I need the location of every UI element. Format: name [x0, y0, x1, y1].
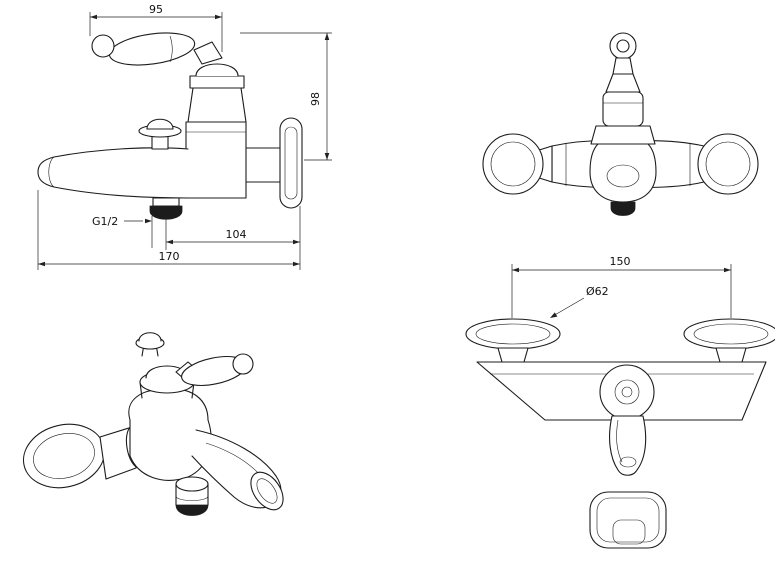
arrow-icon [90, 14, 97, 20]
dim-170-lines [37, 190, 300, 270]
spout-mouth [250, 471, 284, 511]
lever-ball-tip [232, 353, 254, 375]
lever-ball-tip [91, 34, 115, 58]
hose-outlet [152, 197, 180, 207]
arrow-icon [145, 218, 152, 224]
diverter-cap [146, 118, 174, 130]
cartridge-body [187, 87, 247, 123]
mixer-body [128, 388, 212, 481]
spout-front [589, 143, 657, 203]
arrow-icon [215, 14, 222, 20]
arrow-icon [324, 33, 330, 40]
mounting-base [590, 125, 656, 145]
perspective-view [22, 332, 284, 516]
mixer-body [185, 121, 247, 199]
collar-ring [189, 75, 245, 89]
lever-grip [108, 32, 196, 66]
dim-150-label: 150 [610, 255, 631, 268]
left-wall-flange [482, 133, 544, 195]
thread-leader [124, 216, 167, 250]
dim-104-lines [166, 206, 301, 270]
front-view [482, 32, 759, 216]
diameter-leader [552, 297, 585, 317]
arrow-icon [38, 261, 45, 267]
hose-outlet-cap [175, 504, 209, 516]
dim-98-label: 98 [309, 92, 322, 106]
wall-flange [22, 423, 106, 489]
left-wall-flange [465, 318, 561, 350]
lever-socket [193, 41, 223, 65]
arrow-icon [324, 153, 330, 160]
grip-ring-line [169, 35, 173, 63]
diverter-cap [138, 332, 162, 342]
wall-connector [245, 147, 283, 183]
arrow-icon [293, 239, 300, 245]
dim-98-lines [240, 32, 332, 161]
arrow-icon [166, 239, 173, 245]
thread-label: G1/2 [92, 215, 118, 228]
hose-outlet [175, 476, 209, 492]
lever-grip [609, 415, 647, 476]
right-wall-flange [697, 133, 759, 195]
arrow-icon [550, 312, 558, 318]
handle-stem [612, 57, 634, 75]
hose-outlet-cap [610, 201, 636, 216]
flange-diameter-label: Ø62 [586, 285, 609, 298]
arrow-icon [512, 267, 519, 273]
spout-opening [606, 164, 640, 188]
dim-104-label: 104 [226, 228, 247, 241]
dim-95-label: 95 [149, 3, 163, 16]
arrow-icon [293, 261, 300, 267]
cartridge-housing [602, 91, 644, 127]
wall-flange [279, 117, 303, 209]
right-wall-flange [683, 318, 775, 350]
handle-hub [599, 364, 655, 420]
top-view: 150 Ø62 [465, 255, 775, 549]
dim-95-lines [89, 12, 223, 52]
side-view: 95 98 G1/2 104 170 [37, 3, 332, 270]
arrow-icon [724, 267, 731, 273]
hose-outlet-cap [149, 205, 183, 220]
dim-170-label: 170 [159, 250, 180, 263]
spout [37, 147, 189, 199]
dome-cap [195, 63, 239, 77]
handle-bell [605, 73, 641, 93]
dim-150-lines [511, 264, 732, 318]
